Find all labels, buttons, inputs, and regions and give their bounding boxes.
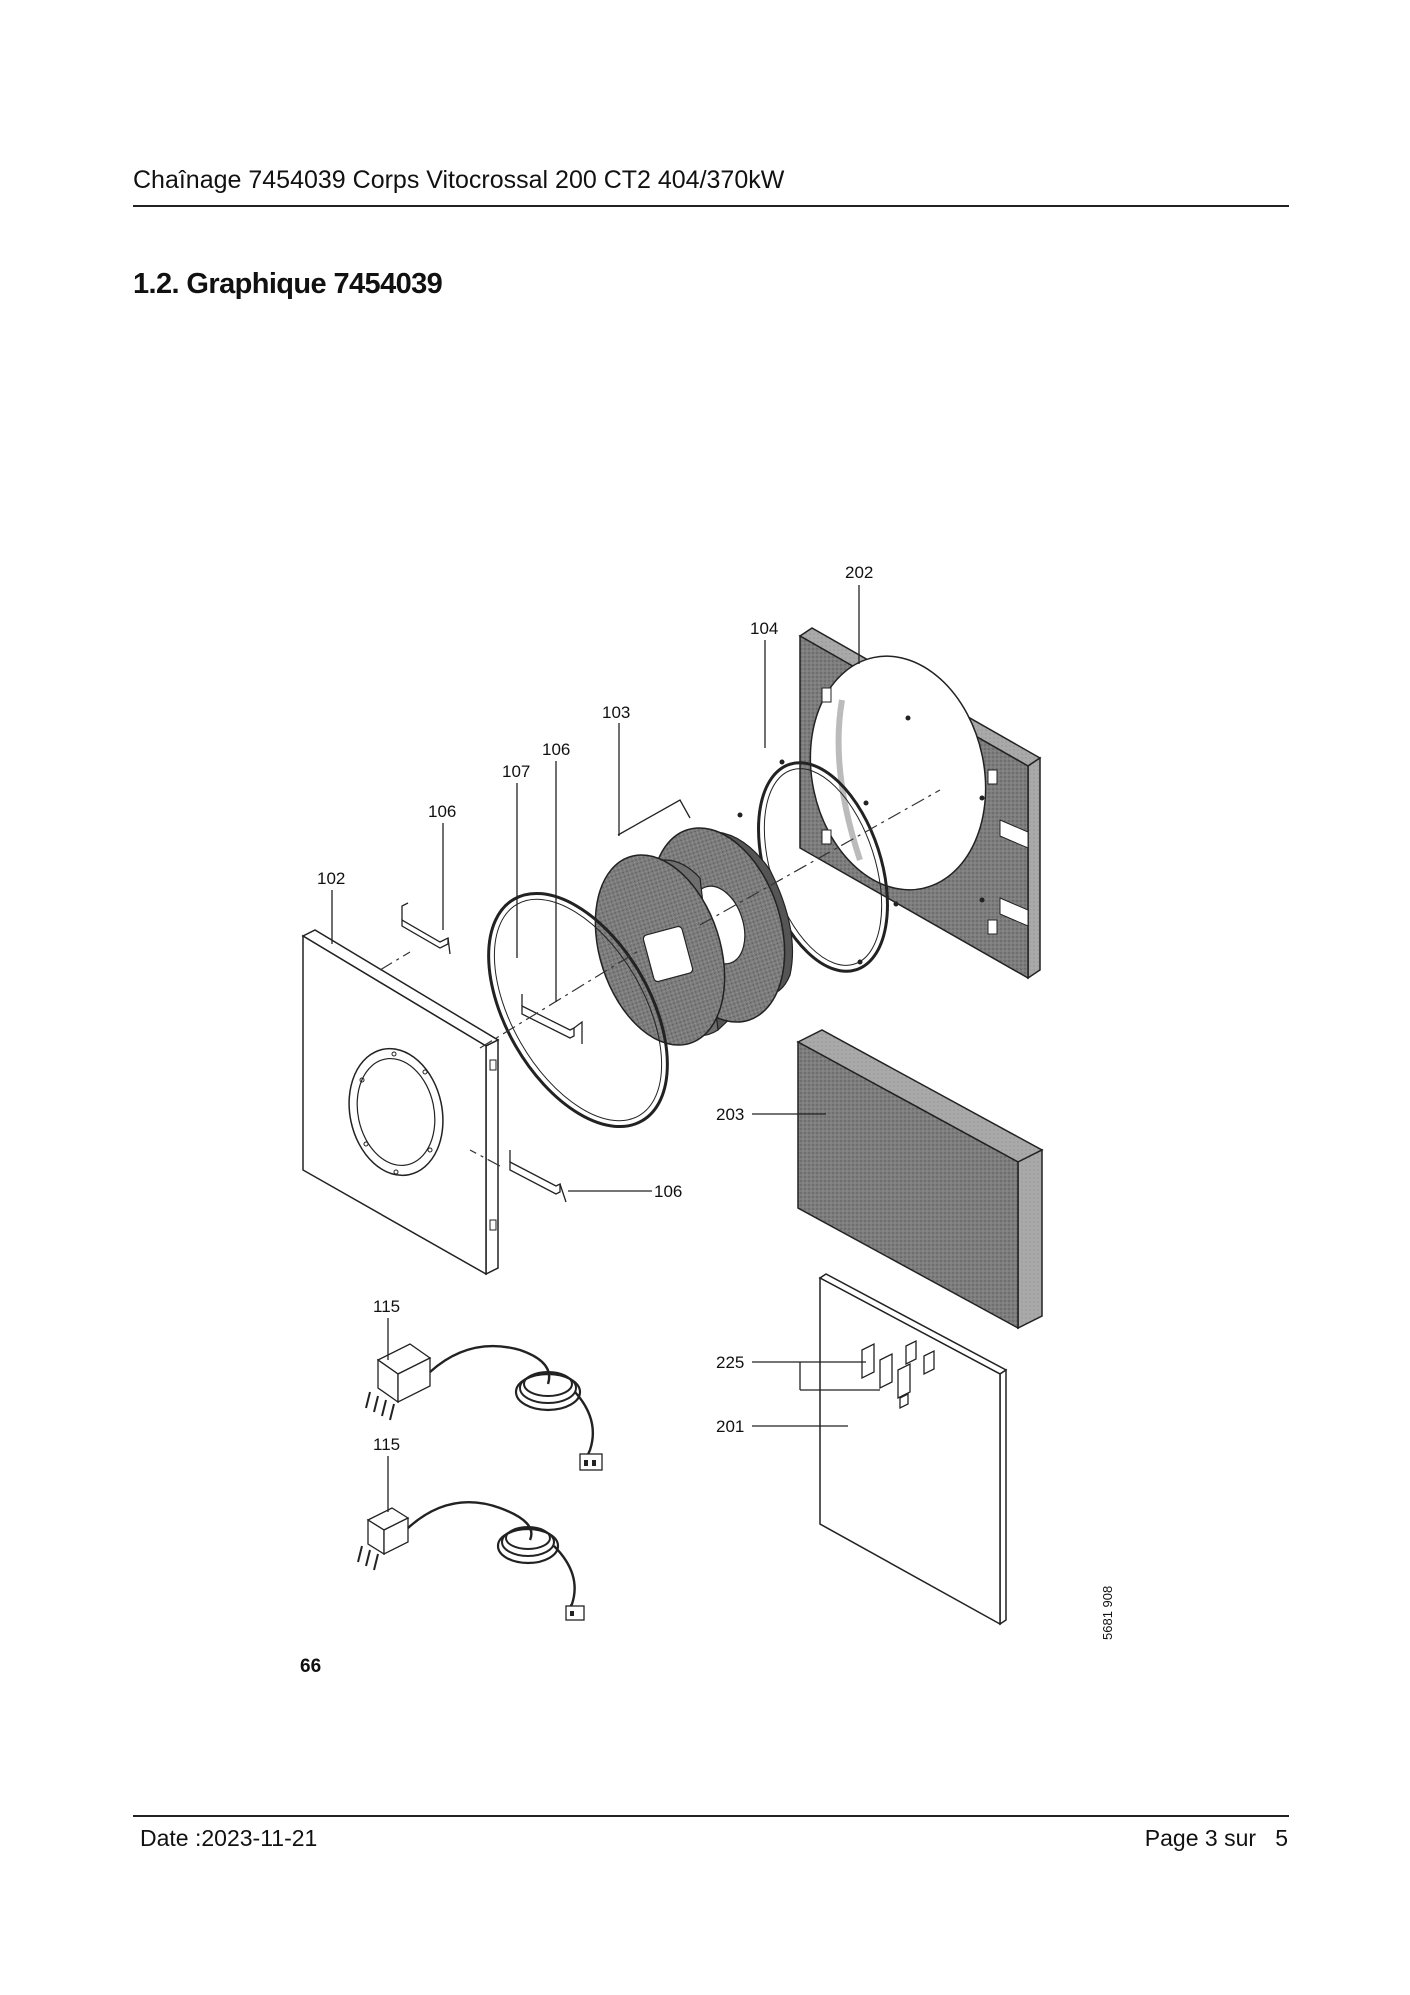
part-106-bracket-middle bbox=[521, 994, 583, 1044]
footer-date: Date :2023-11-21 bbox=[140, 1825, 318, 1851]
footer-page-number: Page 3 sur 5 bbox=[1144, 1825, 1288, 1851]
part-103-refractory-disc bbox=[594, 799, 794, 1046]
callout-leader-lines bbox=[331, 585, 880, 1512]
part-102-front-cover bbox=[301, 929, 500, 1276]
callout-106-b: 106 bbox=[428, 802, 456, 821]
part-201-base-plate bbox=[818, 1273, 1008, 1626]
callout-106-a: 106 bbox=[542, 740, 570, 759]
callout-225: 225 bbox=[716, 1353, 744, 1372]
part-115-cable-harness-lower bbox=[357, 1501, 585, 1621]
drawing-number: 5681 908 bbox=[1100, 1586, 1115, 1640]
assembly-axis-line bbox=[379, 789, 941, 1167]
header-divider bbox=[133, 205, 1289, 207]
part-106-bracket-lower bbox=[509, 1150, 567, 1203]
section-heading: 1.2. Graphique 7454039 bbox=[133, 268, 443, 300]
callout-115-a: 115 bbox=[373, 1297, 400, 1316]
part-225-clips bbox=[861, 1339, 935, 1410]
part-106-bracket-upper bbox=[401, 902, 451, 955]
callout-102: 102 bbox=[317, 869, 345, 888]
page-label: 66 bbox=[300, 1656, 321, 1677]
part-202-insulation-frame bbox=[798, 627, 1042, 980]
part-115-cable-harness-upper bbox=[365, 1343, 603, 1471]
callout-201: 201 bbox=[716, 1417, 744, 1436]
part-203-insulation-block bbox=[796, 1029, 1044, 1330]
callout-203: 203 bbox=[716, 1105, 744, 1124]
footer-divider bbox=[133, 1815, 1289, 1817]
document-header-title: Chaînage 7454039 Corps Vitocrossal 200 C… bbox=[133, 166, 785, 194]
callout-103: 103 bbox=[602, 703, 630, 722]
callout-106-c: 106 bbox=[654, 1182, 682, 1201]
callout-104: 104 bbox=[750, 619, 778, 638]
callout-107: 107 bbox=[502, 762, 530, 781]
callout-202: 202 bbox=[845, 563, 873, 582]
callout-115-b: 115 bbox=[373, 1435, 400, 1454]
